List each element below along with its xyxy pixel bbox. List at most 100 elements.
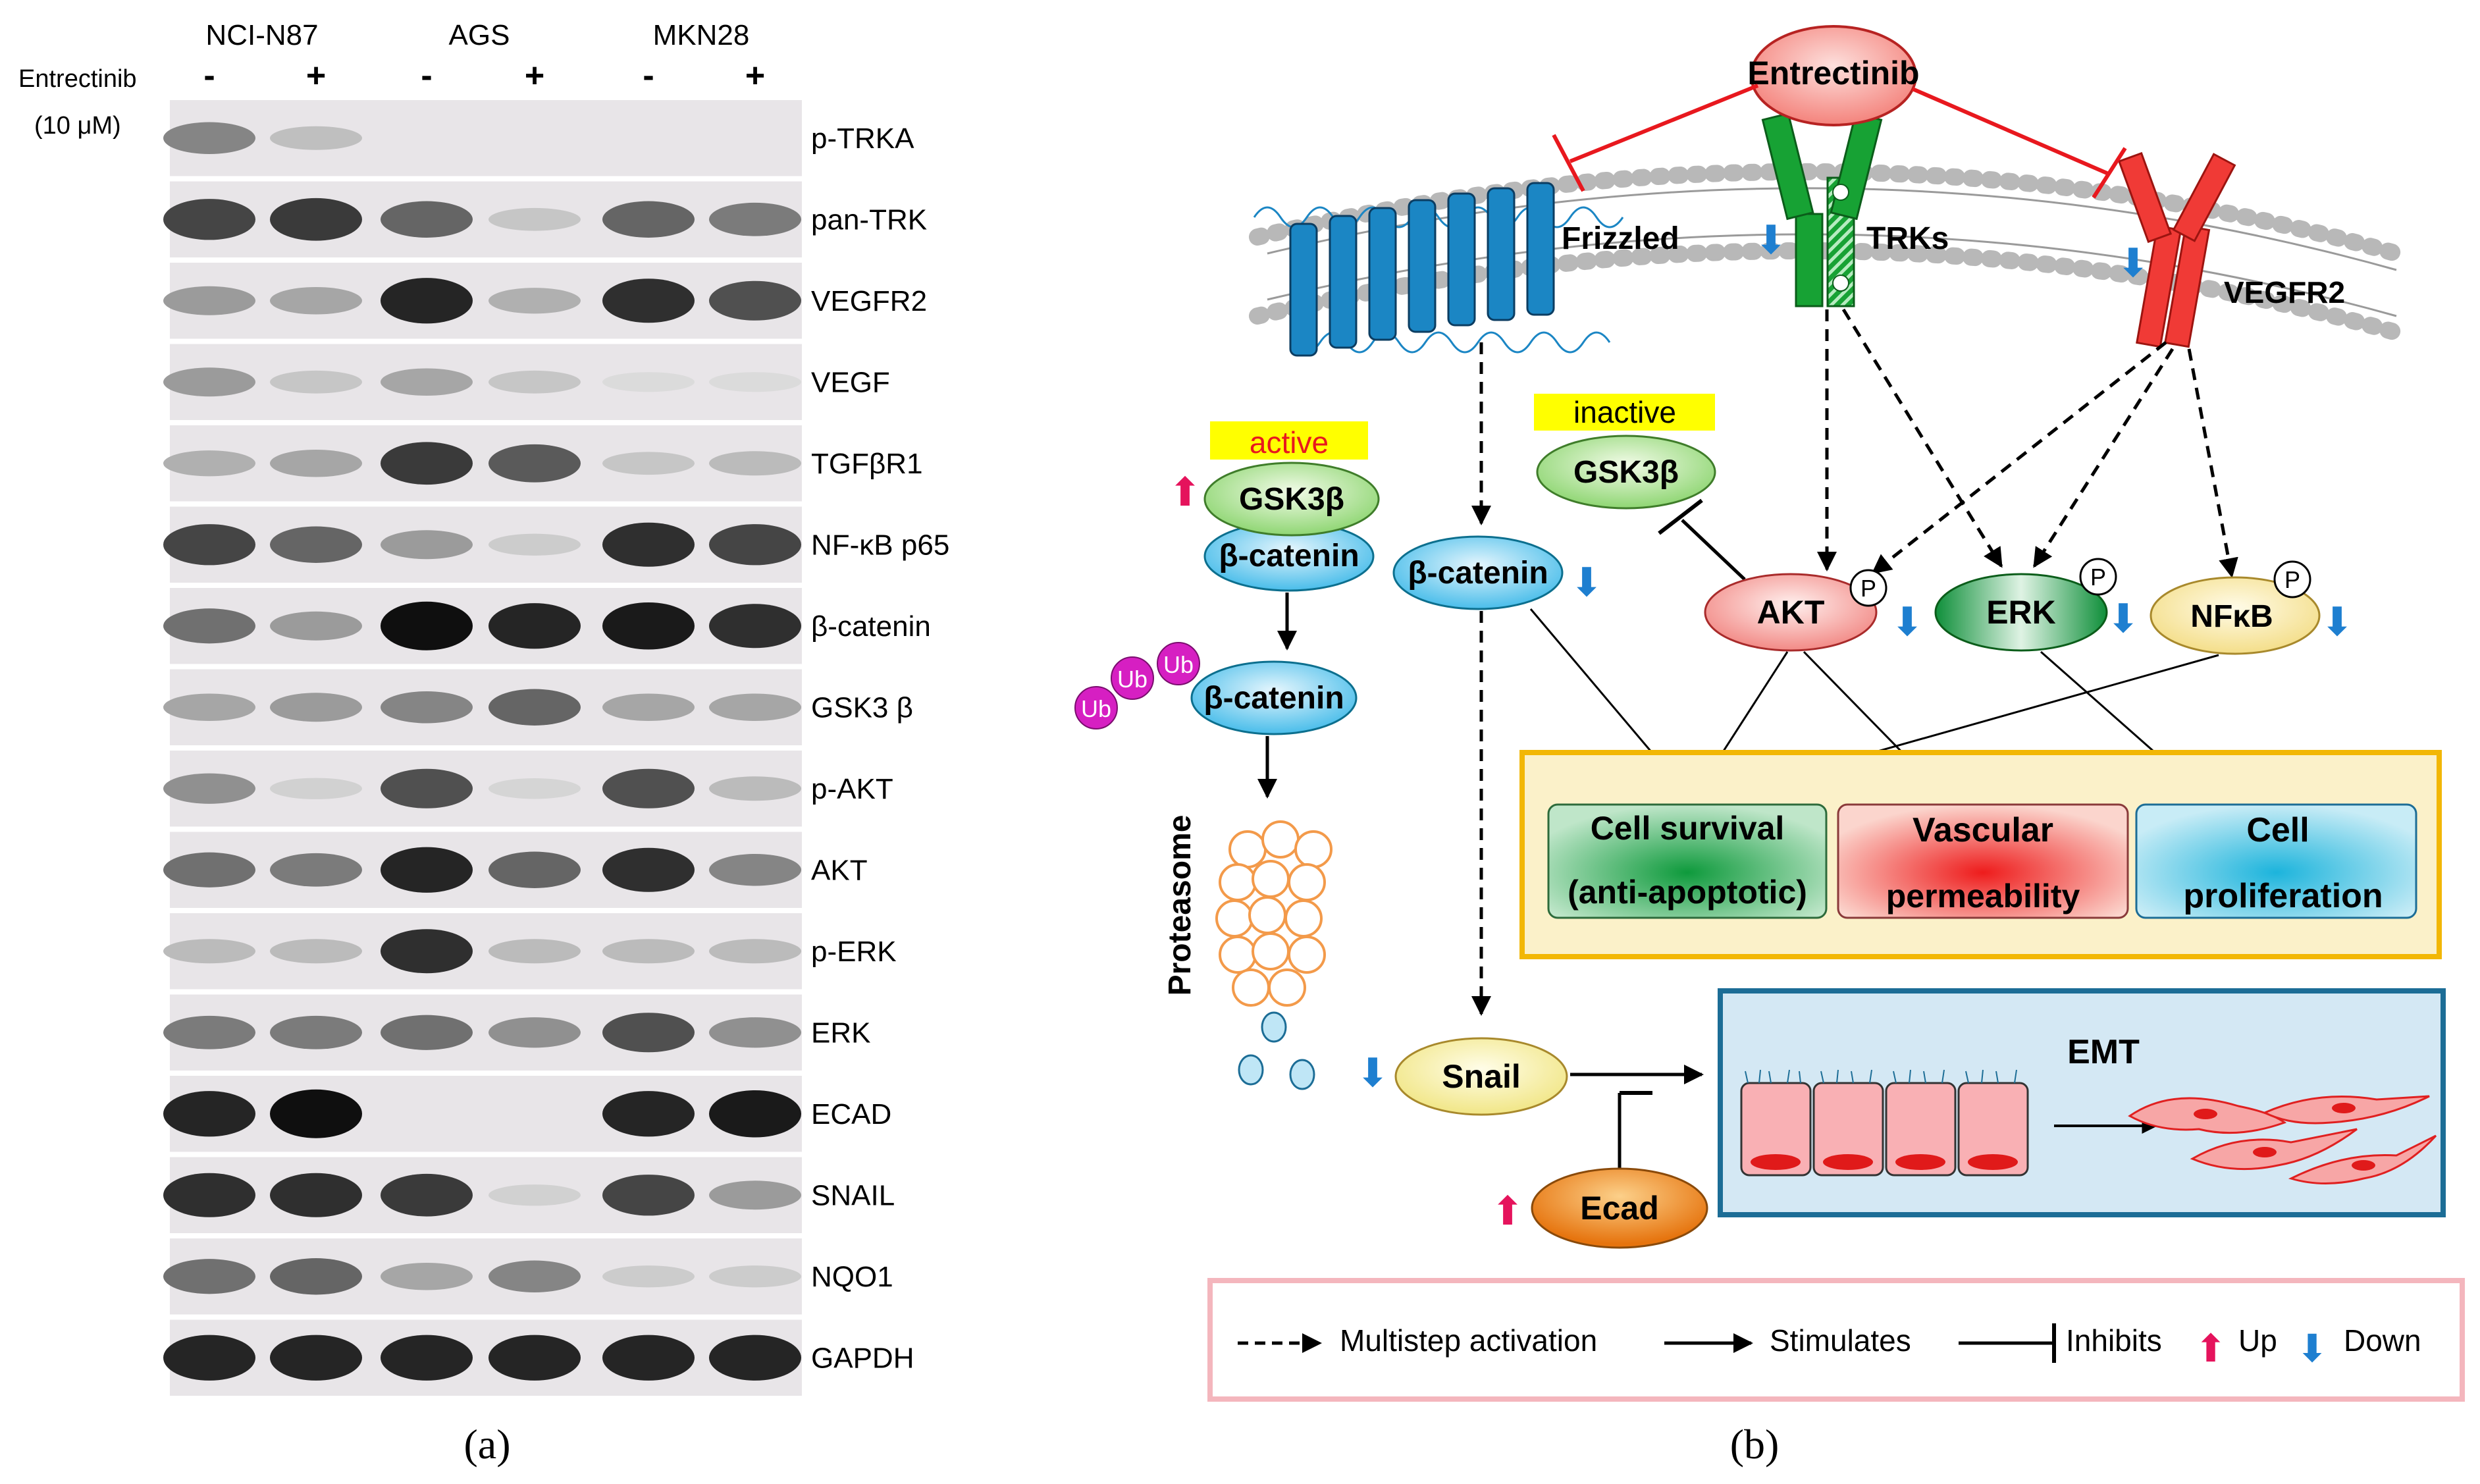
entrectinib-label: Entrectinib: [1747, 55, 1919, 92]
up-arrow-icon: ⬆: [2195, 1327, 2227, 1370]
proteasome: Proteasome: [1163, 815, 1332, 1090]
blot-band: [488, 370, 581, 394]
down-arrow-icon: ⬇: [2296, 1327, 2329, 1370]
blot-band: [381, 1015, 473, 1050]
blot-band: [488, 1184, 581, 1206]
kinase-nodes: AKT P ⬇ ERK P ⬇ NFκB P ⬇: [1704, 558, 2354, 655]
blot-band: [381, 530, 473, 560]
blot-strip: [170, 425, 802, 502]
up-arrow-icon: ⬆: [1491, 1189, 1524, 1233]
inactive-tag: inactive: [1573, 395, 1676, 429]
blot-band: [381, 1262, 473, 1290]
blot-band: [163, 286, 255, 315]
blot-band: [381, 201, 473, 238]
blot-band: [709, 693, 801, 722]
blot-band: [709, 1180, 801, 1210]
blot-band: [270, 526, 362, 563]
blot-label: ECAD: [811, 1098, 891, 1130]
down-arrow-icon: ⬇: [1570, 560, 1603, 604]
blot-band: [602, 201, 695, 238]
blot-band: [602, 1091, 695, 1137]
legend: Multistep activation Stimulates Inhibits…: [1207, 1278, 2465, 1402]
blot-label: NF-κB p65: [811, 529, 949, 561]
vegfr2-label: VEGFR2: [2224, 275, 2345, 309]
blot-band: [270, 126, 362, 150]
blot-band: [163, 199, 255, 240]
blot-band: [381, 1173, 473, 1217]
outcome-line2: (anti-apoptotic): [1568, 874, 1807, 911]
blot-band: [163, 773, 255, 804]
blot-band: [163, 524, 255, 566]
snail-label: Snail: [1442, 1058, 1520, 1095]
lane-sign: +: [306, 57, 326, 95]
outcome-line1: Cell: [2246, 811, 2309, 849]
panel-b: Frizzled TRKs VEGFR2 Entrectinib: [1074, 25, 2465, 1468]
blot-label: VEGFR2: [811, 285, 927, 317]
legend-up: Up: [2238, 1323, 2277, 1358]
blot-band: [270, 1015, 362, 1049]
caption-b: (b): [1730, 1421, 1780, 1468]
blot-band: [602, 602, 695, 650]
entrectinib-node: Entrectinib: [1747, 25, 1920, 126]
lane-header: Entrectinib (10 μM) NCI-N87 AGS MKN28 - …: [18, 19, 765, 140]
phospho-label: P: [2090, 564, 2106, 591]
blot-band: [163, 367, 255, 397]
inactive-gsk3b: inactive GSK3β: [1534, 394, 1746, 581]
blot-band: [381, 442, 473, 485]
phospho-label: P: [2284, 566, 2300, 593]
emt-box: EMT: [1718, 988, 2446, 1217]
blot-band: [163, 1335, 255, 1381]
blot-band: [270, 370, 362, 394]
blot-band: [488, 207, 581, 231]
blot-band: [381, 1335, 473, 1381]
ubiquitinated-beta-catenin: β-catenin Ub Ub Ub: [1074, 642, 1358, 799]
panel-a: Entrectinib (10 μM) NCI-N87 AGS MKN28 - …: [18, 19, 949, 1468]
legend-multistep: Multistep activation: [1340, 1323, 1597, 1358]
frizzled-receptor: Frizzled: [1253, 182, 1679, 357]
trk-receptor: TRKs: [1761, 112, 1949, 307]
blot-band: [709, 1265, 801, 1288]
blot-band: [270, 939, 362, 964]
beta-catenin-label: β-catenin: [1408, 556, 1548, 591]
cytoplasmic-beta-catenin: β-catenin ⬇: [1392, 342, 1693, 1016]
ub-label: Ub: [1163, 651, 1194, 678]
blot-band: [270, 611, 362, 641]
blot-band: [381, 768, 473, 808]
down-arrow-icon: ⬇: [2321, 600, 2354, 644]
blot-band: [488, 939, 581, 964]
cell-line-label: MKN28: [653, 19, 750, 51]
caption-a: (a): [463, 1421, 510, 1468]
blot-label: GAPDH: [811, 1342, 914, 1374]
blot-band: [270, 1258, 362, 1295]
blot-band: [270, 449, 362, 477]
outcome-line1: Vascular: [1913, 811, 2053, 849]
blot-strip: [170, 913, 802, 990]
beta-catenin-label: β-catenin: [1203, 681, 1344, 716]
ecad-label: Ecad: [1580, 1190, 1659, 1227]
blot-strip: [170, 994, 802, 1071]
outcome-line1: Cell survival: [1591, 810, 1785, 847]
blot-band: [163, 852, 255, 888]
blot-band: [602, 278, 695, 323]
active-tag: active: [1250, 425, 1329, 460]
blot-label: GSK3 β: [811, 691, 913, 724]
blot-band: [488, 851, 581, 888]
blot-band: [270, 693, 362, 722]
blot-band: [488, 603, 581, 649]
lane-sign: -: [421, 57, 432, 95]
down-arrow-icon: ⬇: [1356, 1051, 1389, 1095]
down-arrow-icon: ⬇: [2107, 596, 2140, 641]
blot-band: [270, 1089, 362, 1138]
up-arrow-icon: ⬆: [1169, 470, 1201, 514]
akt-label: AKT: [1757, 594, 1825, 631]
down-arrow-icon: ⬇: [2117, 241, 2150, 285]
blot-band: [602, 768, 695, 808]
snail-ecad: ⬇ Snail Ecad ⬆: [1356, 1037, 1708, 1249]
blot-label: p-ERK: [811, 936, 897, 968]
blot-label: p-TRKA: [811, 122, 914, 155]
outcome-line2: proliferation: [2183, 877, 2383, 915]
blot-label: AKT: [811, 854, 868, 886]
down-arrow-icon: ⬇: [1891, 600, 1924, 644]
